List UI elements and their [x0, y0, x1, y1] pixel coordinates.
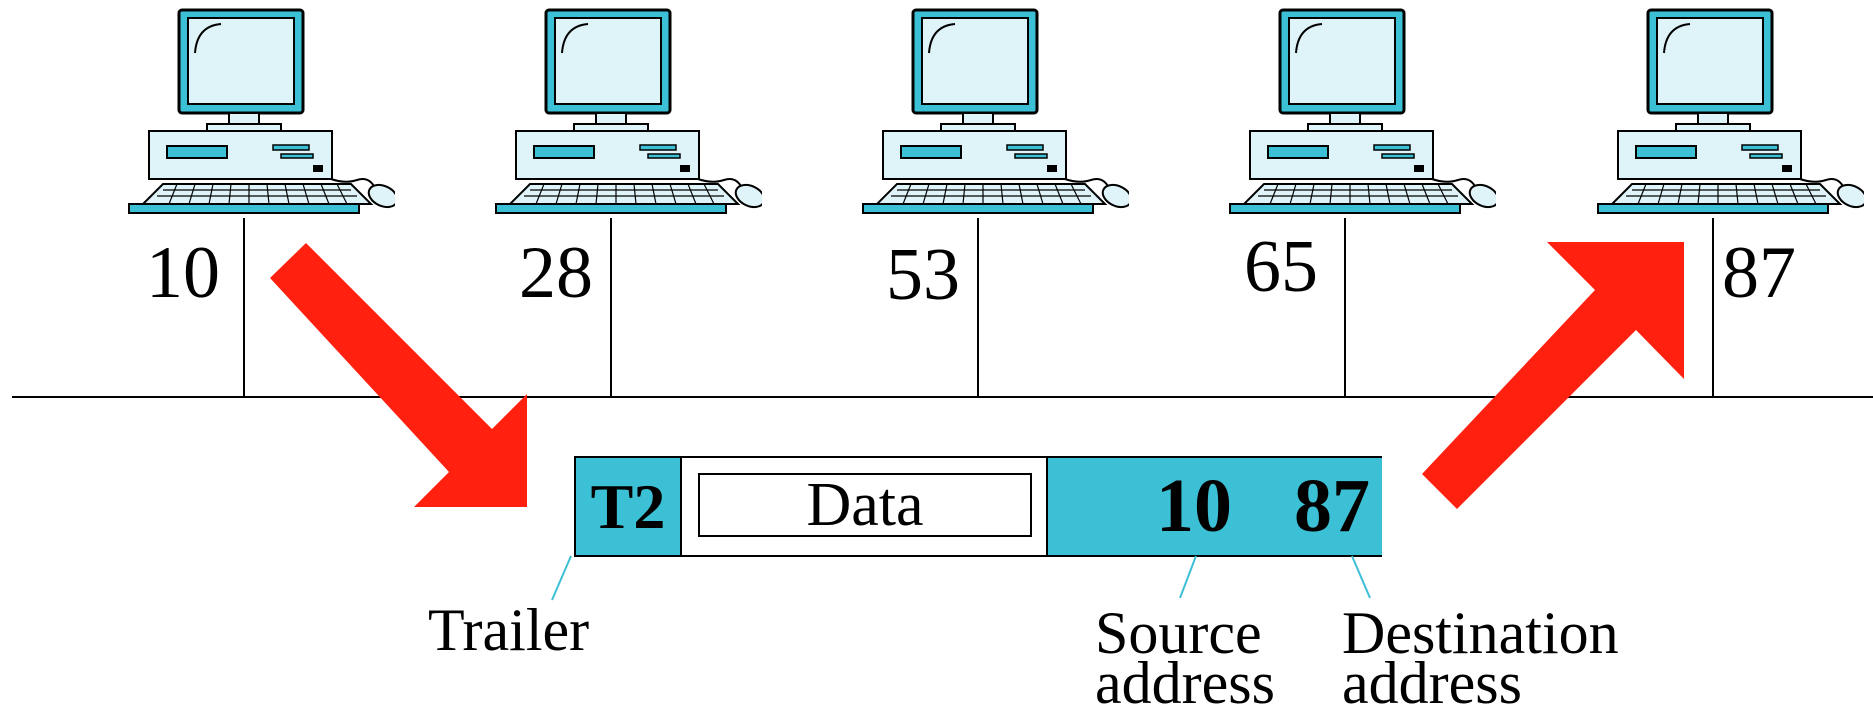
bus-cable	[12, 396, 1873, 398]
source-address-value: 10	[1156, 464, 1232, 548]
station-address: 53	[886, 234, 960, 316]
destination-label-line2: address	[1342, 650, 1522, 716]
station-address: 87	[1722, 232, 1796, 314]
trailer-value: T2	[590, 470, 666, 542]
station-address: 65	[1244, 226, 1318, 308]
drop-cable-station-1	[243, 218, 245, 397]
red-diagonal-arrow-down-right	[270, 243, 527, 507]
red-diagonal-arrow-up-right	[1422, 242, 1684, 509]
drop-cable-station-4	[1344, 218, 1346, 397]
data-field: Data	[698, 471, 1032, 539]
drop-cable-station-3	[977, 218, 979, 397]
destination-label-line1: Destination	[1342, 600, 1619, 666]
header-field	[1046, 458, 1382, 555]
trailer-label: Trailer	[428, 597, 590, 663]
destination-address-value: 87	[1294, 464, 1370, 548]
drop-cable-station-5	[1712, 218, 1714, 397]
frame-packet: T2 Data 10 87	[574, 456, 1382, 557]
source-label-line2: address	[1095, 650, 1275, 716]
trailer-field	[576, 458, 682, 555]
drop-cable-station-2	[610, 218, 612, 397]
station-address: 28	[519, 232, 593, 314]
station-address: 10	[146, 232, 220, 314]
source-label-line1: Source	[1095, 600, 1262, 666]
